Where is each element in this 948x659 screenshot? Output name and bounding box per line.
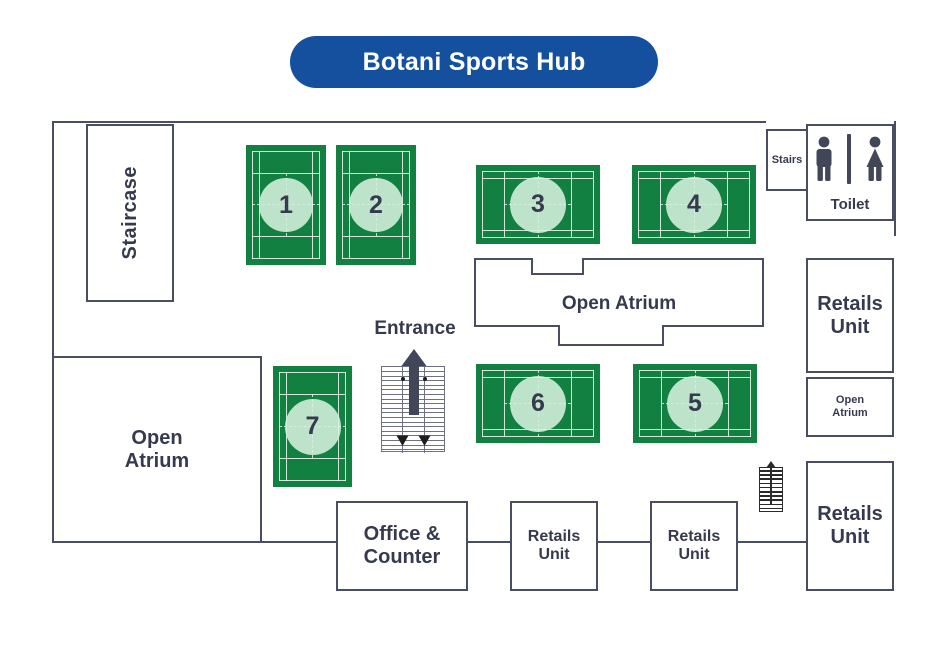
court-1[interactable]: 1 <box>246 145 326 265</box>
wall-outer-bottom-seg4 <box>737 541 807 543</box>
open-atrium-center-outline <box>474 258 764 346</box>
room-retails-unit-bottom-2[interactable]: Retails Unit <box>650 501 738 591</box>
escalator-dot-right <box>422 377 427 381</box>
court-3-badge: 3 <box>510 176 566 233</box>
room-retails-unit-bottom-1[interactable]: Retails Unit <box>510 501 598 591</box>
court-2-number: 2 <box>369 190 383 219</box>
court-3[interactable]: 3 <box>476 165 600 244</box>
room-toilet[interactable]: Toilet <box>806 124 894 221</box>
male-pictogram <box>816 136 832 181</box>
court-4-number: 4 <box>687 190 701 218</box>
room-retails-unit-right-top-label: Retails Unit <box>817 292 883 338</box>
room-staircase-label: Staircase <box>118 166 141 260</box>
court-6[interactable]: 6 <box>476 364 600 443</box>
down-arrow-icon-left <box>396 435 409 446</box>
court-1-badge: 1 <box>259 178 313 232</box>
stairs-icon-rail <box>770 465 772 505</box>
court-7[interactable]: 7 <box>273 366 352 487</box>
room-stairs-small-label: Stairs <box>771 153 803 166</box>
escalator-dot-left <box>400 377 405 381</box>
wall-outer-right-upper <box>894 121 896 236</box>
toilet-divider <box>847 134 851 184</box>
entrance-escalator[interactable] <box>381 349 445 453</box>
room-open-atrium-left-label: Open Atrium <box>124 426 190 472</box>
escalator-rail-left <box>402 367 403 453</box>
stairs-up-arrow-icon <box>766 461 776 468</box>
room-stairs-small[interactable]: Stairs <box>766 129 808 191</box>
room-retails-unit-bottom-2-label: Retails Unit <box>667 527 721 563</box>
court-6-number: 6 <box>531 389 545 417</box>
room-retails-unit-right-bottom[interactable]: Retails Unit <box>806 461 894 591</box>
wall-outer-bottom-seg2 <box>466 541 512 543</box>
page-title: Botani Sports Hub <box>290 36 658 88</box>
room-staircase[interactable]: Staircase <box>86 124 174 302</box>
entrance-label-text: Entrance <box>374 318 456 339</box>
female-pictogram <box>866 136 884 181</box>
wall-outer-bottom-seg3 <box>596 541 652 543</box>
up-arrow-icon <box>401 349 427 415</box>
court-4-badge: 4 <box>666 176 722 233</box>
court-1-number: 1 <box>279 190 293 219</box>
room-office-counter-label: Office & Counter <box>363 523 441 568</box>
court-3-number: 3 <box>531 190 545 218</box>
room-retails-unit-right-top[interactable]: Retails Unit <box>806 258 894 373</box>
page-title-text: Botani Sports Hub <box>362 47 586 76</box>
room-office-counter[interactable]: Office & Counter <box>336 501 468 591</box>
entrance-label: Entrance <box>360 318 470 340</box>
court-5[interactable]: 5 <box>633 364 757 443</box>
court-2-badge: 2 <box>349 178 403 232</box>
court-7-badge: 7 <box>284 398 341 455</box>
court-4[interactable]: 4 <box>632 165 756 244</box>
court-5-number: 5 <box>688 389 702 417</box>
escalator-rail-right <box>424 367 425 453</box>
court-2[interactable]: 2 <box>336 145 416 265</box>
room-open-atrium-center[interactable] <box>474 258 764 350</box>
wall-outer-top <box>52 121 766 123</box>
court-7-number: 7 <box>305 412 320 440</box>
court-6-badge: 6 <box>510 375 566 432</box>
court-5-badge: 5 <box>667 375 723 432</box>
room-open-atrium-right[interactable]: Open Atrium <box>806 377 894 437</box>
room-retails-unit-right-bottom-label: Retails Unit <box>817 503 883 548</box>
room-retails-unit-bottom-1-label: Retails Unit <box>527 527 581 563</box>
room-open-atrium-left[interactable]: Open Atrium <box>52 356 262 543</box>
toilet-pictograms <box>808 134 892 184</box>
wall-outer-left <box>52 121 54 543</box>
room-open-atrium-right-label: Open Atrium <box>832 394 868 419</box>
stairs-icon[interactable] <box>757 461 785 513</box>
room-open-atrium-center-label: Open Atrium <box>474 293 764 315</box>
down-arrow-icon-right <box>418 435 431 446</box>
open-atrium-center-text: Open Atrium <box>561 293 677 314</box>
room-toilet-label: Toilet <box>830 195 870 213</box>
